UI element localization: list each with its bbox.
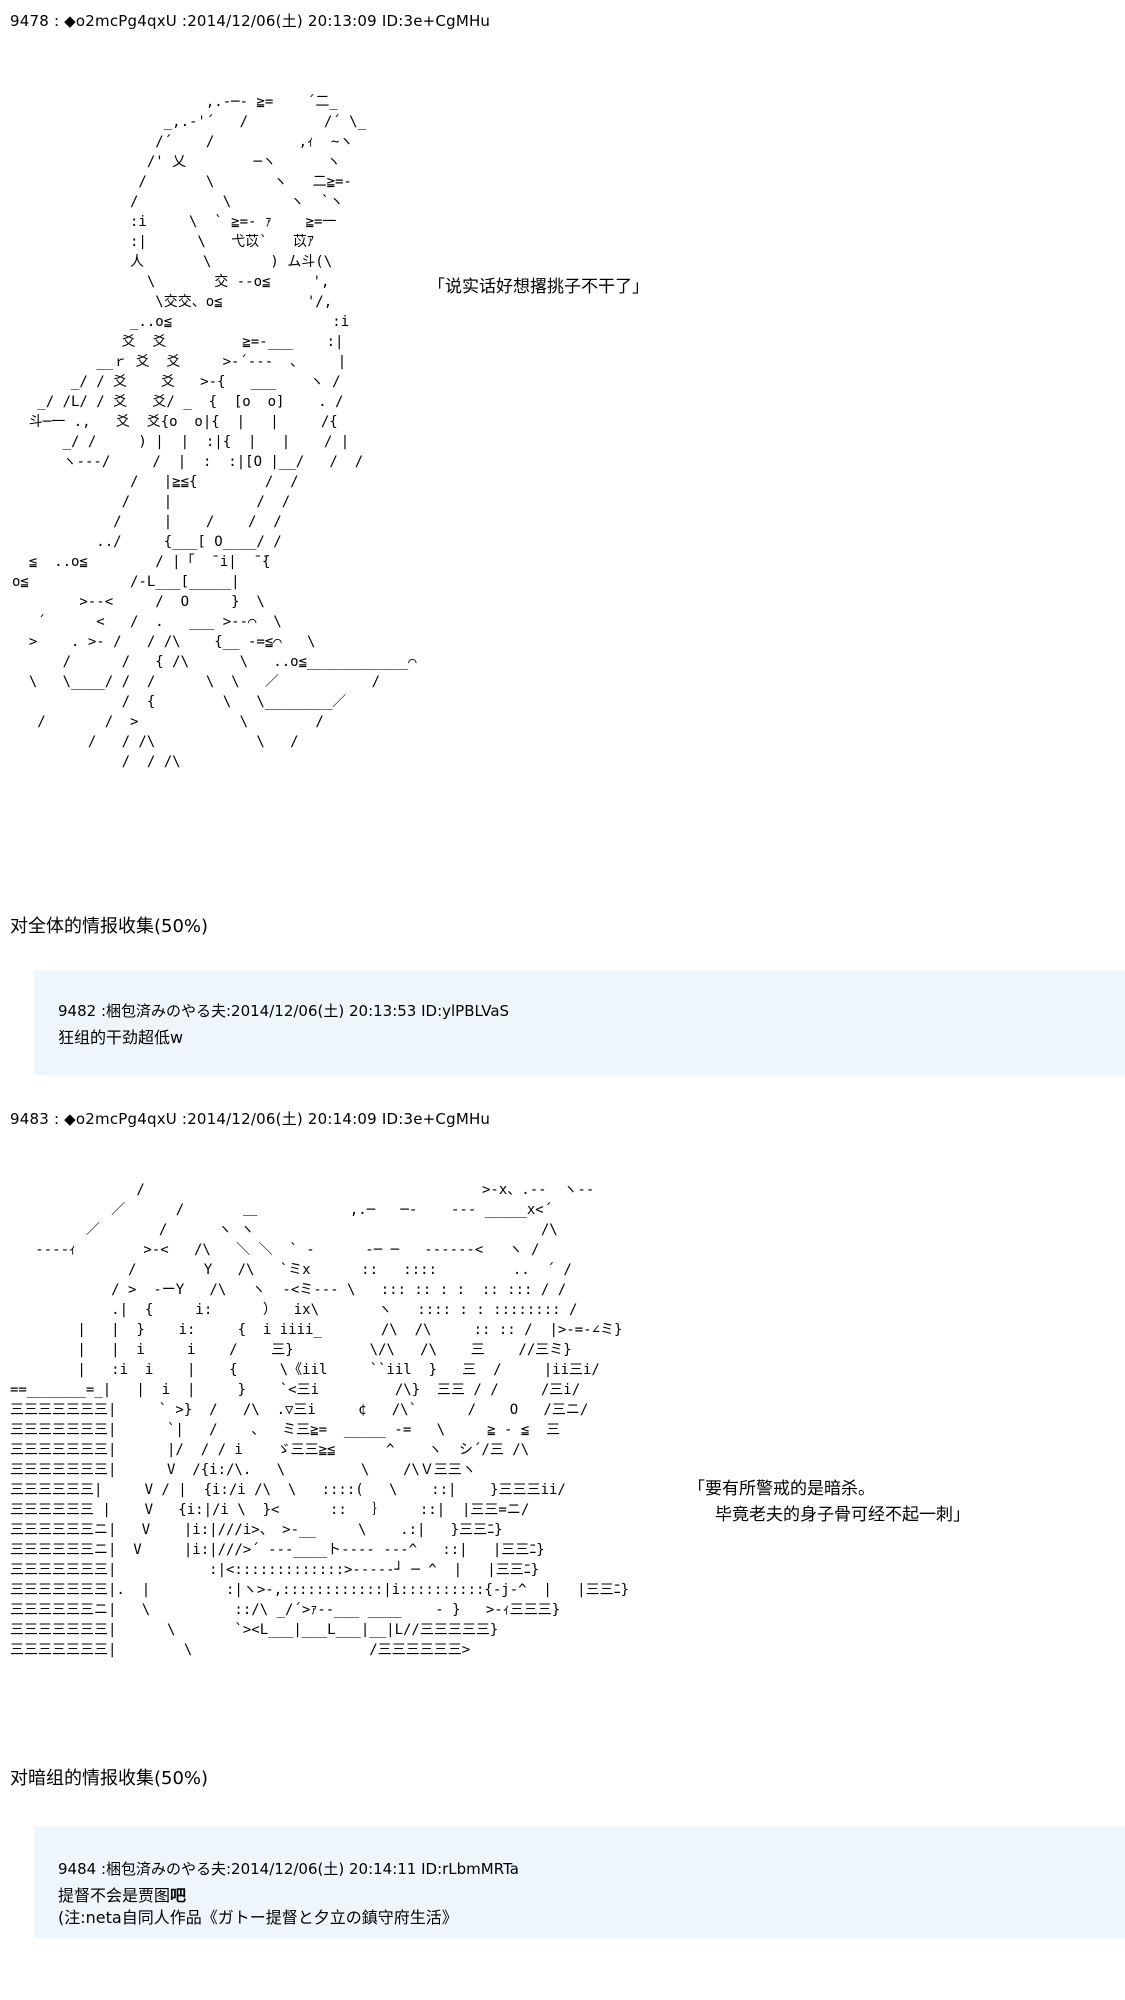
reply-body-9484-bold: 吧 [170, 1886, 187, 1905]
caption-intel-all: 对全体的情报收集(50%) [10, 916, 209, 937]
caption-intel-dark: 对暗组的情报收集(50%) [10, 1768, 209, 1789]
reply-header-9484: 9484 :梱包済みのやる夫:2014/12/06(土) 20:14:11 ID… [58, 1860, 519, 1878]
speech-text-1: 「说实话好想撂挑子不干了」 [428, 277, 649, 297]
reply-note-9484: (注:neta自同人作品《ガトー提督と夕立の鎮守府生活》 [58, 1908, 458, 1927]
reply-9482: 9482 :梱包済みのやる夫:2014/12/06(土) 20:13:53 ID… [34, 970, 1125, 1075]
ascii-art-figure-2: / >-x、.-‐ ヽ-- ／ / ＿ ,.─ ─- --- _____x<´ … [10, 1182, 630, 1658]
reply-header-9482: 9482 :梱包済みのやる夫:2014/12/06(土) 20:13:53 ID… [58, 1002, 510, 1020]
reply-body-9484: 提督不会是贾图吧 [58, 1882, 186, 1906]
reply-body-9484-text: 提督不会是贾图 [58, 1886, 171, 1905]
post-header-9478: 9478 : ◆o2mcPg4qxU :2014/12/06(土) 20:13:… [10, 12, 491, 30]
reply-body-9482: 狂组的干劲超低w [58, 1028, 184, 1047]
post-header-9483: 9483 : ◆o2mcPg4qxU :2014/12/06(土) 20:14:… [10, 1110, 491, 1128]
speech-text-2: 「要有所警戒的是暗杀。 毕竟老夫的身子骨可经不起一刺」 [688, 1479, 971, 1525]
ascii-art-figure-1: ,.-─‐ ≧= ´二_ _,.-'´ / /´ \_ /´ / ,ｨ ~ヽ /… [12, 94, 417, 770]
reply-9484: 9484 :梱包済みのやる夫:2014/12/06(土) 20:14:11 ID… [34, 1826, 1125, 1938]
